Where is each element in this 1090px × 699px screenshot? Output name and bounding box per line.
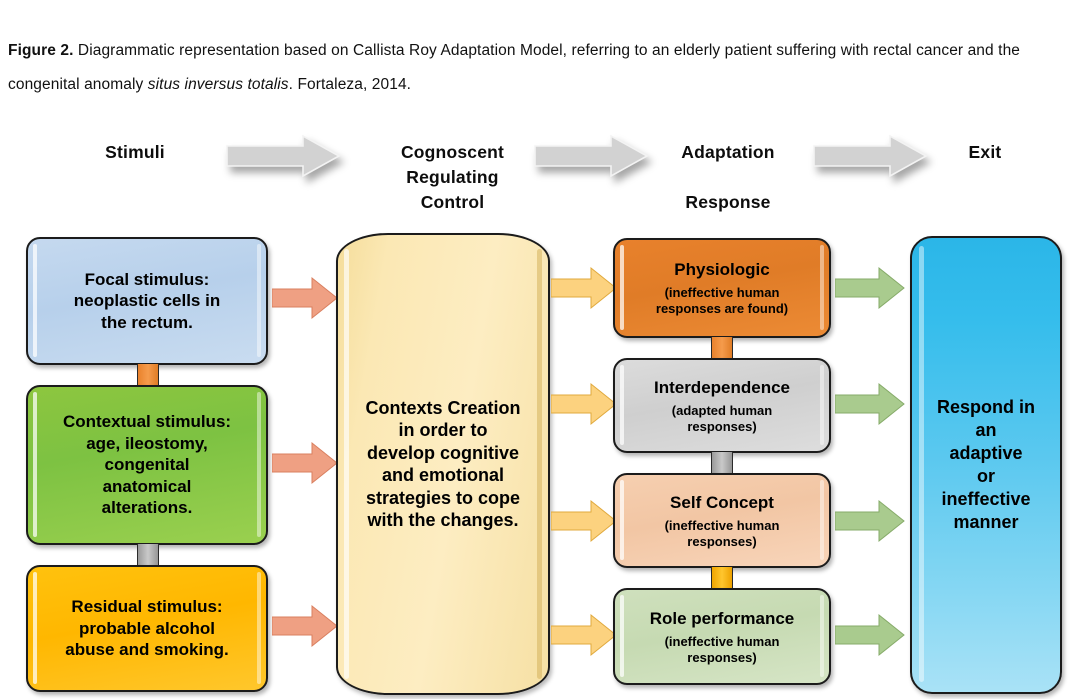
caption-text-2: . Fortaleza, 2014. [288, 76, 412, 93]
caption-text-1: Diagrammatic representation based on Cal… [8, 42, 1021, 93]
caption-italic: situs inversus totalis [147, 76, 289, 93]
node-respond-exit[interactable]: Respond in an adaptive or ineffective ma… [910, 236, 1062, 694]
cylinder-highlight-left [344, 249, 349, 679]
figure-label: Figure 2. [8, 42, 74, 59]
column-header-exit: Exit [968, 142, 1002, 162]
node-contexts-creation-text: Contexts Creation in order to develop co… [365, 397, 521, 531]
box-highlight-left [620, 480, 624, 560]
arrow-contextual-to-control [272, 441, 338, 485]
node-physiologic-sub: (ineffective human responses are found) [655, 285, 789, 316]
node-contexts-creation[interactable]: Contexts Creation in order to develop co… [336, 233, 550, 695]
arrow-role-performance-to-exit [835, 613, 905, 657]
node-residual-stimulus-text: Residual stimulus: probable alcohol abus… [65, 597, 229, 660]
arrow-interdependence-to-exit [835, 382, 905, 426]
node-interdependence-sub: (adapted human responses) [671, 402, 773, 434]
figure-caption: Figure 2. Diagrammatic representation ba… [8, 34, 1084, 102]
box-highlight-left [33, 244, 37, 357]
box-highlight-right [820, 245, 824, 330]
header-arrow-icon-2 [533, 134, 649, 178]
column-header-cognoscent-regulating-control: Cognoscent Regulating Control [400, 142, 505, 212]
connector-interdependence-to-self-concept [711, 452, 733, 474]
arrow-control-to-physiologic [551, 266, 617, 310]
arrow-physiologic-to-exit [835, 266, 905, 310]
connector-focal-to-contextual [137, 364, 159, 386]
node-contextual-stimulus-text: Contextual stimulus: age, ileostomy, con… [62, 412, 232, 518]
node-role-performance-title: Role performance [649, 608, 795, 628]
connector-self-concept-to-role-performance [711, 567, 733, 589]
header-arrow-icon-3 [812, 134, 928, 178]
node-respond-exit-text: Respond in an adaptive or ineffective ma… [937, 397, 1035, 532]
box-highlight-left [33, 392, 37, 537]
arrow-control-to-interdependence [551, 382, 617, 426]
arrow-residual-to-control [272, 604, 338, 648]
box-highlight-right [257, 244, 261, 357]
node-self-concept[interactable]: Self Concept (ineffective human response… [613, 473, 831, 568]
arrow-control-to-self-concept [551, 499, 617, 543]
header-arrow-icon-1 [225, 134, 341, 178]
node-physiologic-title: Physiologic [674, 260, 770, 279]
node-interdependence[interactable]: Interdependence (adapted human responses… [613, 358, 831, 453]
node-self-concept-sub: (ineffective human responses) [664, 517, 780, 549]
box-highlight-left [620, 245, 624, 330]
column-header-adaptation-response: Adaptation Response [681, 142, 775, 212]
box-highlight-right [820, 365, 824, 445]
node-focal-stimulus[interactable]: Focal stimulus: neoplastic cells in the … [26, 237, 268, 365]
box-highlight-left [620, 365, 624, 445]
node-residual-stimulus[interactable]: Residual stimulus: probable alcohol abus… [26, 565, 268, 692]
box-highlight-right [820, 480, 824, 560]
node-role-performance[interactable]: Role performance (ineffective human resp… [613, 588, 831, 685]
node-role-performance-sub: (ineffective human responses) [664, 633, 780, 665]
node-physiologic[interactable]: Physiologic (ineffective human responses… [613, 238, 831, 338]
connector-contextual-to-residual [137, 544, 159, 566]
cylinder-highlight-right [537, 249, 542, 679]
box-highlight-left [620, 595, 624, 677]
box-highlight-right [820, 595, 824, 677]
box-highlight-right [257, 392, 261, 537]
node-contextual-stimulus[interactable]: Contextual stimulus: age, ileostomy, con… [26, 385, 268, 545]
column-header-stimuli: Stimuli [105, 142, 165, 162]
arrow-control-to-role-performance [551, 613, 617, 657]
node-focal-stimulus-text: Focal stimulus: neoplastic cells in the … [73, 269, 221, 332]
box-highlight-right [257, 572, 261, 684]
box-highlight-left [33, 572, 37, 684]
node-self-concept-title: Self Concept [670, 492, 774, 512]
connector-physiologic-to-interdependence [711, 337, 733, 359]
node-interdependence-title: Interdependence [653, 377, 791, 397]
box-highlight-left [919, 246, 924, 682]
arrow-focal-to-control [272, 276, 338, 320]
arrow-self-concept-to-exit [835, 499, 905, 543]
